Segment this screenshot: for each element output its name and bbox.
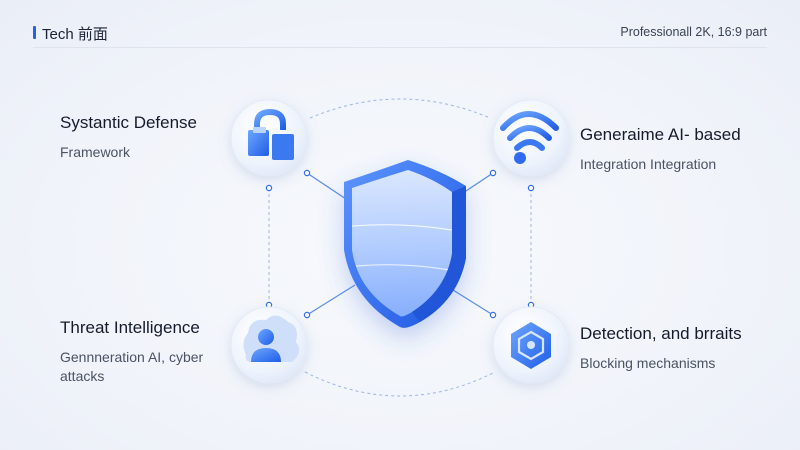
node-title: Detection, and brraits [580, 324, 742, 343]
shield-divider-top [351, 224, 453, 231]
node-subtitle-line: Gennneration AI, cyber [60, 349, 204, 365]
node-title: Threat Intelligence [60, 318, 200, 337]
connector-dot [489, 169, 497, 177]
connector-dot [265, 184, 273, 192]
connector-dot [303, 169, 311, 177]
node-subtitle: Integration Integration [580, 155, 741, 174]
node-subtitle: Gennneration AI, cyber attacks [60, 348, 203, 386]
orbit-top-arc [309, 98, 491, 119]
header-divider [33, 47, 767, 48]
node-top-left [230, 99, 308, 177]
lock-icon [248, 108, 294, 160]
orbit-bottom-arc [304, 371, 496, 397]
wifi-icon [500, 111, 559, 164]
label-bottom-right: Detection, and brraits Blocking mechanis… [580, 324, 742, 373]
shield-side-face [412, 186, 466, 322]
shield-divider-bottom [355, 264, 451, 271]
node-subtitle-line: Integration Integration [580, 156, 717, 172]
node-subtitle-line: Framework [60, 144, 131, 160]
shield-inner-face [352, 170, 452, 317]
central-shield [344, 160, 466, 328]
header: Tech 前面 Professionall 2K, 16:9 part [0, 0, 800, 48]
connector-bottom-left [306, 284, 356, 316]
header-meta: Professionall 2K, 16:9 part [620, 25, 767, 39]
node-bottom-right [492, 306, 570, 384]
connector-dot [303, 311, 311, 319]
node-subtitle-line: Blocking mechanisms [580, 355, 716, 371]
user-icon [243, 315, 300, 362]
node-title: Systantic Defense [60, 113, 198, 132]
node-top-right [492, 99, 570, 177]
node-subtitle-line: attacks [60, 368, 105, 384]
node-subtitle: Blocking mechanisms [580, 354, 742, 373]
connector-dot [489, 311, 497, 319]
label-bottom-left: Threat Intelligence Gennneration AI, cyb… [60, 318, 203, 386]
label-top-left: Systantic Defense Framework [60, 113, 197, 162]
header-accent-bar [33, 26, 36, 39]
node-subtitle: Framework [60, 143, 197, 162]
header-title: Tech 前面 [42, 26, 108, 43]
node-title: Generaime AI- based [580, 125, 741, 144]
label-top-right: Generaime AI- based Integration Integrat… [580, 125, 741, 174]
node-bottom-left [230, 306, 308, 384]
connector-dot [527, 184, 535, 192]
hexagon-shield-icon [511, 322, 551, 369]
